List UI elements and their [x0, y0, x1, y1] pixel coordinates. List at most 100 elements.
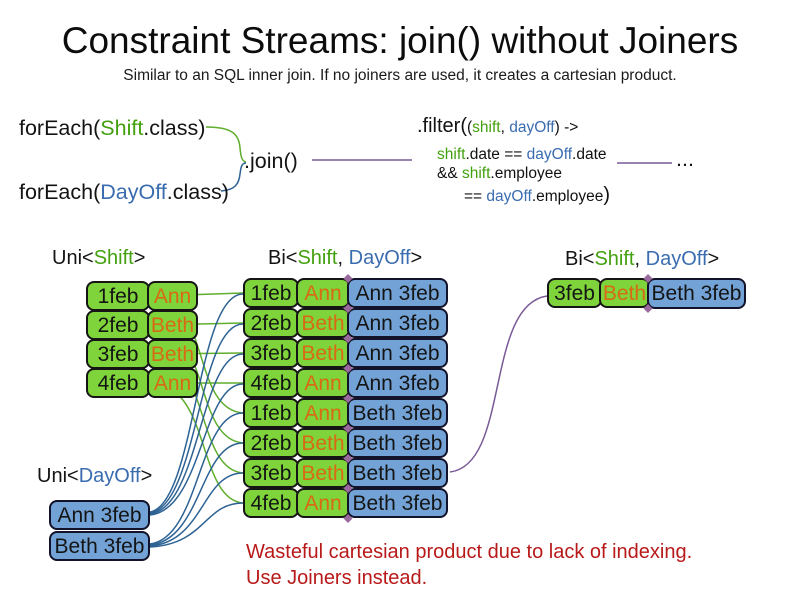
shift-date-cell: 2feb — [243, 428, 299, 458]
label-text: Bi< — [565, 248, 595, 270]
shift-employee-cell: Ann — [296, 278, 350, 308]
pipeline-lines — [312, 159, 672, 473]
connector-line — [149, 353, 244, 515]
shift-date-cell: 3feb — [243, 458, 299, 488]
shift-employee-cell: Beth — [296, 458, 350, 488]
connector-line — [149, 502, 244, 548]
shift-arg-text: shift — [461, 165, 491, 182]
shift-employee-cell: Beth — [296, 338, 350, 368]
dayoff-cell: Beth 3feb — [347, 398, 448, 428]
foreach-dayoff-code: forEach(DayOff.class) — [19, 180, 229, 205]
shift-employee-cell: Ann — [296, 398, 350, 428]
shift-row: 3feb Beth — [43, 339, 198, 369]
shift-employee-cell: Beth — [147, 310, 198, 340]
shift-date-cell: 1feb — [243, 278, 299, 308]
warning-note-line-1: Wasteful cartesian product due to lack o… — [246, 541, 693, 563]
shift-type-text: Shift — [297, 247, 338, 269]
shift-employee-cell: Beth — [599, 278, 650, 308]
dayoff-arg-text: dayOff — [526, 146, 573, 163]
shift-row: 1feb Ann — [43, 281, 198, 311]
foreach-shift-code: forEach(Shift.class) — [19, 116, 205, 141]
shift-employee-cell: Ann — [147, 281, 198, 311]
code-text: ) -> — [554, 119, 579, 136]
label-text: > — [410, 247, 423, 269]
connector-line — [149, 442, 244, 546]
dayoff-cell: Ann 3feb — [347, 308, 448, 338]
code-text: .filter( — [417, 115, 467, 137]
shift-row: 4feb Ann — [43, 368, 198, 398]
filter-code-line-2: shift.date == dayOff.date — [437, 146, 607, 164]
code-text: ) — [603, 184, 610, 206]
code-text: == — [464, 188, 487, 205]
bi-right-label: Bi<Shift, DayOff> — [565, 248, 719, 271]
shift-date-cell: 4feb — [243, 368, 299, 398]
label-text: Uni< — [37, 465, 79, 487]
label-text: , — [634, 248, 646, 270]
code-text: forEach( — [19, 180, 101, 204]
join-code: .join() — [244, 149, 298, 173]
dayoff-arg-text: dayOff — [509, 119, 555, 136]
code-text: .employee — [531, 188, 604, 205]
shift-date-cell: 2feb — [86, 310, 150, 340]
code-text: forEach( — [19, 116, 101, 140]
connector-line — [149, 412, 244, 545]
filter-code-line-3: && shift.employee — [437, 165, 562, 183]
dayoff-cell: Ann 3feb — [347, 368, 448, 398]
code-text: .class) — [143, 116, 206, 140]
connector-line — [149, 323, 244, 514]
code-text: .date — [572, 146, 607, 163]
label-text: > — [140, 465, 153, 487]
shift-brace-line — [205, 126, 247, 163]
shift-date-cell: 4feb — [86, 368, 150, 398]
dayoff-class-text: DayOff — [100, 180, 167, 204]
shift-employee-cell: Beth — [147, 339, 198, 369]
dayoff-type-text: DayOff — [78, 465, 141, 487]
dayoff-cell: Beth 3feb — [647, 278, 746, 309]
shift-employee-cell: Beth — [296, 428, 350, 458]
code-text: .class) — [166, 180, 229, 204]
code-text: ( — [467, 119, 473, 136]
label-text: Uni< — [52, 247, 94, 269]
connector-line — [149, 383, 244, 516]
warning-note-line-2: Use Joiners instead. — [246, 567, 428, 589]
shift-date-cell: 3feb — [547, 278, 602, 308]
code-text: , — [500, 119, 510, 136]
label-text: Bi< — [268, 247, 298, 269]
dayoff-arg-text: dayOff — [486, 188, 532, 205]
dayoff-cell: Beth 3feb — [347, 488, 448, 518]
dayoff-type-text: DayOff — [348, 247, 411, 269]
code-text: .employee — [490, 165, 562, 182]
shift-employee-cell: Ann — [147, 368, 198, 398]
page-title: Constraint Streams: join() without Joine… — [61, 20, 739, 61]
shift-employee-cell: Ann — [296, 368, 350, 398]
shift-arg-text: shift — [437, 146, 466, 163]
label-text: > — [707, 248, 720, 270]
uni-dayoff-label: Uni<DayOff> — [37, 465, 152, 488]
dayoff-cell: Beth 3feb — [49, 531, 150, 561]
code-text: && — [437, 165, 462, 182]
join-brace-lines — [205, 126, 247, 192]
bi-middle-label: Bi<Shift, DayOff> — [268, 247, 422, 270]
shift-arg-text: shift — [472, 119, 501, 136]
dayoff-connector-lines — [149, 293, 244, 548]
filter-code-line-4: == dayOff.employee) — [464, 184, 610, 207]
filter-code-line-1: .filter((shift, dayOff) -> — [417, 115, 578, 138]
dayoff-type-text: DayOff — [645, 248, 708, 270]
shift-date-cell: 3feb — [243, 338, 299, 368]
shift-date-cell: 1feb — [243, 398, 299, 428]
shift-employee-cell: Ann — [296, 488, 350, 518]
dayoff-cell: Beth 3feb — [347, 428, 448, 458]
connector-line — [149, 472, 244, 547]
dayoff-cell: Ann 3feb — [347, 278, 448, 308]
label-text: > — [133, 247, 146, 269]
code-text: .date == — [465, 146, 527, 163]
shift-class-text: Shift — [100, 116, 144, 140]
shift-type-text: Shift — [93, 247, 134, 269]
connector-line — [149, 293, 244, 513]
shift-type-text: Shift — [594, 248, 635, 270]
shift-date-cell: 2feb — [243, 308, 299, 338]
dayoff-cell: Beth 3feb — [347, 458, 448, 488]
shift-date-cell: 3feb — [86, 339, 150, 369]
